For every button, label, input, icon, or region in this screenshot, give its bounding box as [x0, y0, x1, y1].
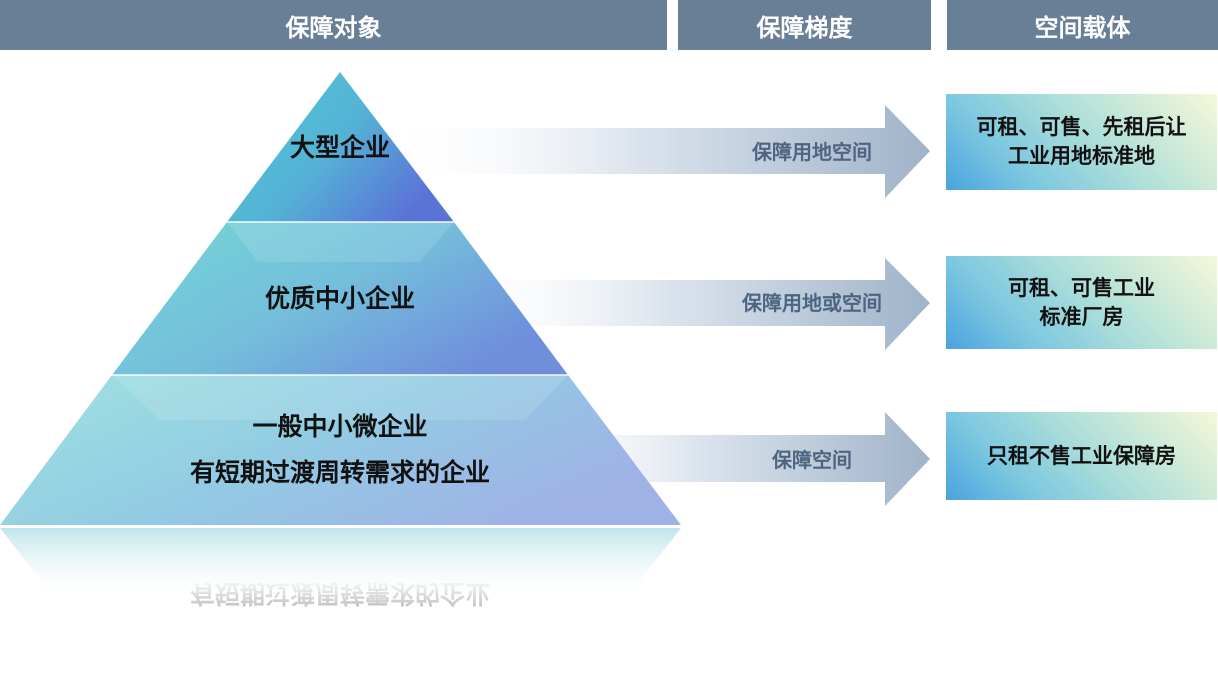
pyramid-tier-1: [227, 72, 454, 222]
arrow-1: [380, 105, 930, 198]
carrier-box-3-line1: 只租不售工业保障房: [987, 443, 1176, 468]
arrow-2-label: 保障用地或空间: [741, 291, 882, 315]
pyramid-reflection: [0, 528, 681, 600]
pyramid-tier-3: [0, 375, 681, 525]
header-protection-gradient-label: 保障梯度: [756, 13, 853, 42]
carrier-box-2: 可租、可售工业 标准厂房: [946, 256, 1217, 349]
header-space-carrier-label: 空间载体: [1034, 13, 1131, 42]
carrier-box-1: 可租、可售、先租后让 工业用地标准地: [946, 94, 1217, 190]
carrier-box-2-line1: 可租、可售工业: [1008, 275, 1155, 300]
header-protection-gradient: 保障梯度: [678, 0, 931, 50]
arrow-1-label: 保障用地空间: [751, 140, 872, 164]
pyramid-tier-2-facet: [227, 222, 454, 262]
tier-1-label: 大型企业: [290, 133, 390, 162]
tier-3-label-line2: 有短期过渡周转需求的企业: [190, 458, 490, 487]
tier-2-label: 优质中小企业: [265, 284, 415, 313]
header-space-carrier: 空间载体: [947, 0, 1218, 50]
carrier-box-2-line2: 标准厂房: [1039, 304, 1124, 329]
pyramid-tier-2: [112, 222, 568, 375]
arrow-2: [440, 258, 930, 350]
pyramid-reflection-text: 有短期过渡周转需求的企业: [190, 579, 490, 608]
header-protection-object-label: 保障对象: [285, 13, 382, 42]
pyramid-tier-3-facet: [112, 375, 568, 420]
carrier-box-1-line1: 可租、可售、先租后让: [976, 115, 1187, 139]
header-protection-object: 保障对象: [0, 0, 667, 50]
carrier-box-1-line2: 工业用地标准地: [1008, 144, 1155, 168]
tier-3-label-line1: 一般中小微企业: [252, 412, 427, 441]
arrow-3-label: 保障空间: [771, 448, 852, 472]
carrier-box-3: 只租不售工业保障房: [946, 412, 1217, 500]
